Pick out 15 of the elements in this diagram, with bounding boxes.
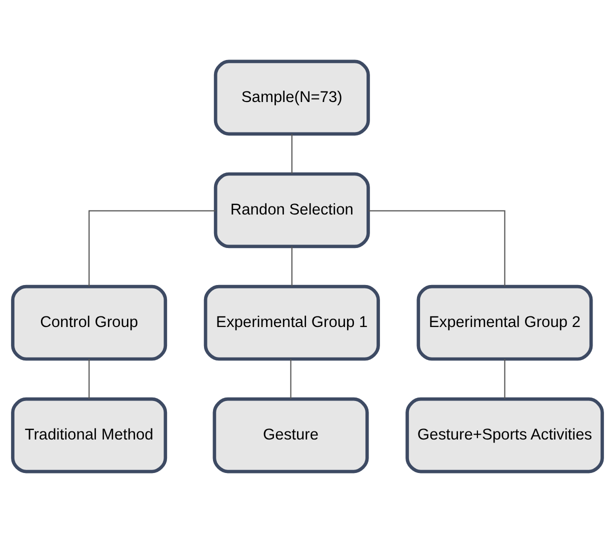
connector: [291, 246, 292, 286]
connector: [368, 210, 506, 286]
node-box: Traditional Method: [11, 397, 168, 474]
node-box: Sample(N=73): [214, 60, 370, 136]
connector: [291, 134, 292, 174]
node-box: Experimental Group 1: [204, 284, 380, 361]
connector: [290, 359, 292, 399]
node-box: Control Group: [11, 284, 168, 361]
connector: [88, 359, 90, 399]
node-box: Experimental Group 2: [416, 284, 593, 361]
node-box: Gesture+Sports Activities: [406, 397, 604, 474]
connector: [88, 210, 216, 286]
node-box: Gesture: [212, 397, 369, 474]
node-box: Randon Selection: [214, 172, 370, 248]
connector: [504, 359, 506, 399]
